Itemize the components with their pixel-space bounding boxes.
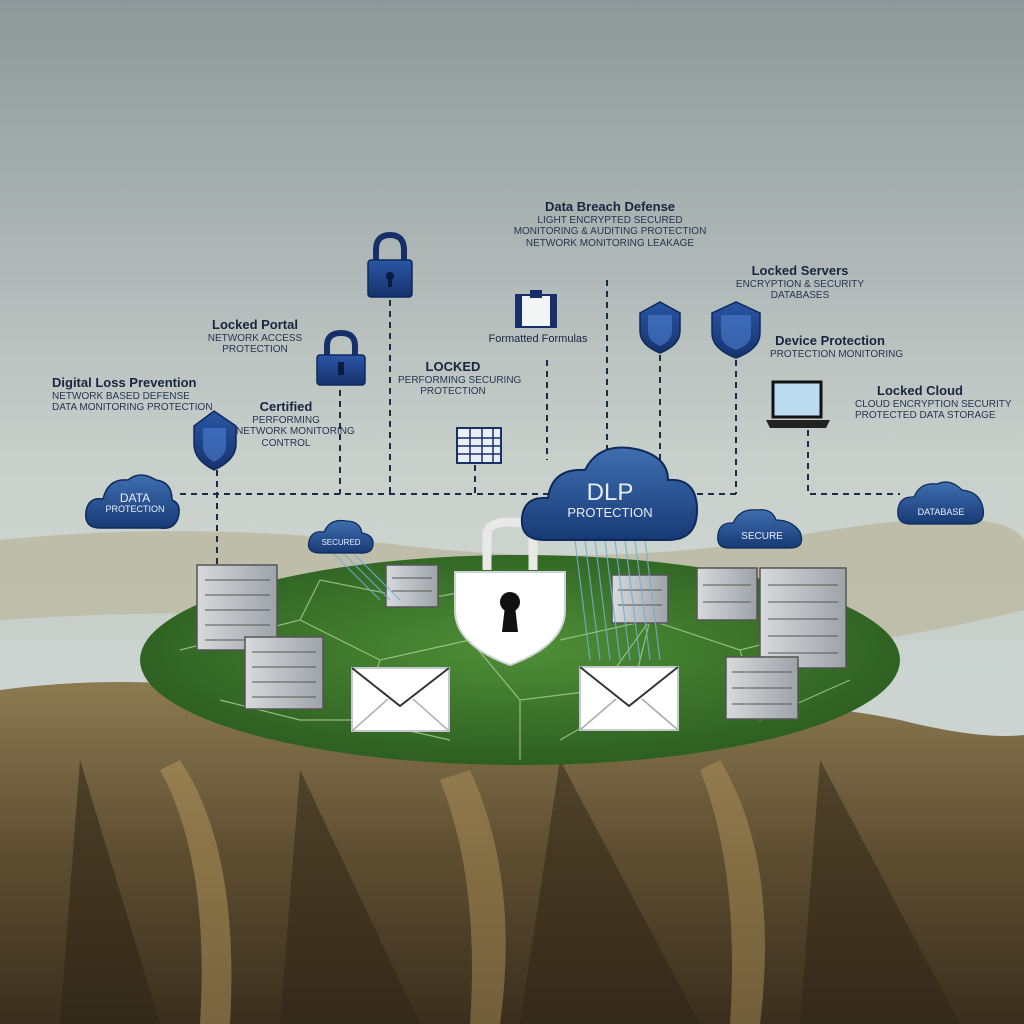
small-cloud-icon-left: [307, 519, 374, 554]
label-data-breach-defense-line1: LIGHT ENCRYPTED SECURED: [537, 214, 683, 226]
small-cloud-icon-right: [717, 509, 803, 549]
database-cloud-text: DATABASE: [917, 507, 965, 517]
label-certified-title: Certified: [259, 399, 313, 414]
padlock-icon-top: [367, 231, 413, 298]
dlp-hub-subtitle: PROTECTION: [567, 505, 653, 521]
shield-icon-left: [193, 410, 237, 471]
database-cloud-icon: [897, 481, 985, 525]
shield-icon-center: [639, 301, 681, 354]
label-locked-cloud-line2: PROTECTED DATA STORAGE: [855, 410, 996, 422]
label-locked-mid-line1: PERFORMING SECURING: [398, 374, 522, 386]
label-data-breach-defense: Data Breach Defense LIGHT ENCRYPTED SECU…: [500, 199, 720, 249]
server-rack-1: [196, 564, 278, 651]
label-device-protection: Device Protection PROTECTION MONITORING: [770, 333, 904, 360]
near-ridge: [0, 682, 1024, 1024]
small-cloud-left-text: SECURED: [321, 538, 361, 547]
shield-icon-right: [711, 301, 761, 359]
label-data-breach-defense-line3: NETWORK MONITORING LEAKAGE: [525, 237, 695, 249]
label-certified-line3: CONTROL: [261, 437, 311, 449]
data-protection-line2: PROTECTION: [105, 504, 165, 515]
ridge-highlight-3: [700, 760, 765, 1024]
label-digital-loss-title: Digital Loss Prevention: [52, 375, 197, 390]
label-locked-portal-line1: NETWORK ACCESS: [207, 332, 303, 344]
data-protection-cloud-label: DATA PROTECTION: [92, 491, 178, 515]
small-cloud-right-label: SECURE: [722, 531, 802, 542]
label-locked-mid: LOCKED PERFORMING SECURING PROTECTION: [398, 359, 522, 398]
ridge-shadow-1: [60, 760, 160, 1024]
label-locked-cloud: Locked Cloud CLOUD ENCRYPTION SECURITY P…: [855, 383, 1012, 422]
label-locked-servers-title: Locked Servers: [751, 263, 849, 278]
label-locked-servers: Locked Servers ENCRYPTION & SECURITY DAT…: [730, 263, 870, 302]
label-locked-cloud-title: Locked Cloud: [877, 383, 963, 398]
label-locked-portal-title: Locked Portal: [212, 317, 298, 332]
ridge-highlight: [160, 760, 232, 1024]
laptop-icon: [766, 380, 830, 428]
label-device-line1: PROTECTION MONITORING: [770, 348, 904, 360]
server-rack-6: [759, 567, 847, 669]
label-locked-mid-title: LOCKED: [425, 359, 481, 374]
label-formatted-title: Formatted Formulas: [488, 333, 588, 345]
data-protection-line1: DATA: [119, 491, 151, 505]
server-rack-2: [244, 636, 324, 710]
label-certified-line1: PERFORMING: [252, 414, 320, 426]
server-rack-5: [696, 567, 758, 621]
small-cloud-right-text: SECURE: [741, 531, 783, 542]
spreadsheet-icon: [456, 427, 502, 464]
dlp-hub-label: DLP PROTECTION: [540, 479, 680, 521]
label-digital-loss-line2: DATA MONITORING PROTECTION: [52, 402, 213, 414]
label-digital-loss-prevention: Digital Loss Prevention NETWORK BASED DE…: [52, 375, 232, 414]
label-locked-servers-line1: ENCRYPTION & SECURITY: [735, 278, 865, 290]
label-locked-portal-line2: PROTECTION: [222, 344, 288, 356]
padlock-icon-left: [316, 329, 366, 386]
label-formatted-formulas: Formatted Formulas: [478, 333, 598, 346]
label-data-breach-defense-title: Data Breach Defense: [544, 199, 676, 214]
server-rack-3: [385, 564, 439, 608]
dlp-hub-title: DLP: [586, 479, 634, 506]
label-locked-servers-line2: DATABASES: [770, 290, 830, 302]
ridge-shadow-3: [520, 760, 700, 1024]
envelope-icon-left: [351, 667, 450, 732]
label-device-title: Device Protection: [775, 333, 885, 348]
label-locked-mid-line2: PROTECTION: [420, 386, 486, 398]
data-protection-cloud-icon: [85, 474, 180, 530]
cloud-data-streams: [329, 539, 661, 661]
label-data-breach-defense-line2: MONITORING & AUDITING PROTECTION: [513, 226, 707, 238]
label-certified: Certified PERFORMING NETWORK MONITORING …: [236, 399, 355, 449]
small-cloud-left-label: SECURED: [310, 538, 372, 548]
central-shield-icon: [454, 517, 566, 667]
label-digital-loss-line1: NETWORK BASED DEFENSE: [52, 390, 190, 402]
locked-file-icon: [515, 290, 557, 328]
label-certified-line2: NETWORK MONITORING: [236, 426, 355, 438]
server-rack-7: [725, 656, 799, 720]
label-locked-portal: Locked Portal NETWORK ACCESS PROTECTION: [195, 317, 315, 356]
dlp-cloud-icon: [520, 446, 699, 541]
label-locked-cloud-line1: CLOUD ENCRYPTION SECURITY: [855, 398, 1012, 410]
ridge-shadow-2: [280, 770, 420, 1024]
ridge-shadow-4: [800, 760, 960, 1024]
database-cloud-label: DATABASE: [900, 507, 982, 518]
ridge-highlight-2: [440, 770, 506, 1024]
envelope-icon-right: [579, 666, 679, 731]
